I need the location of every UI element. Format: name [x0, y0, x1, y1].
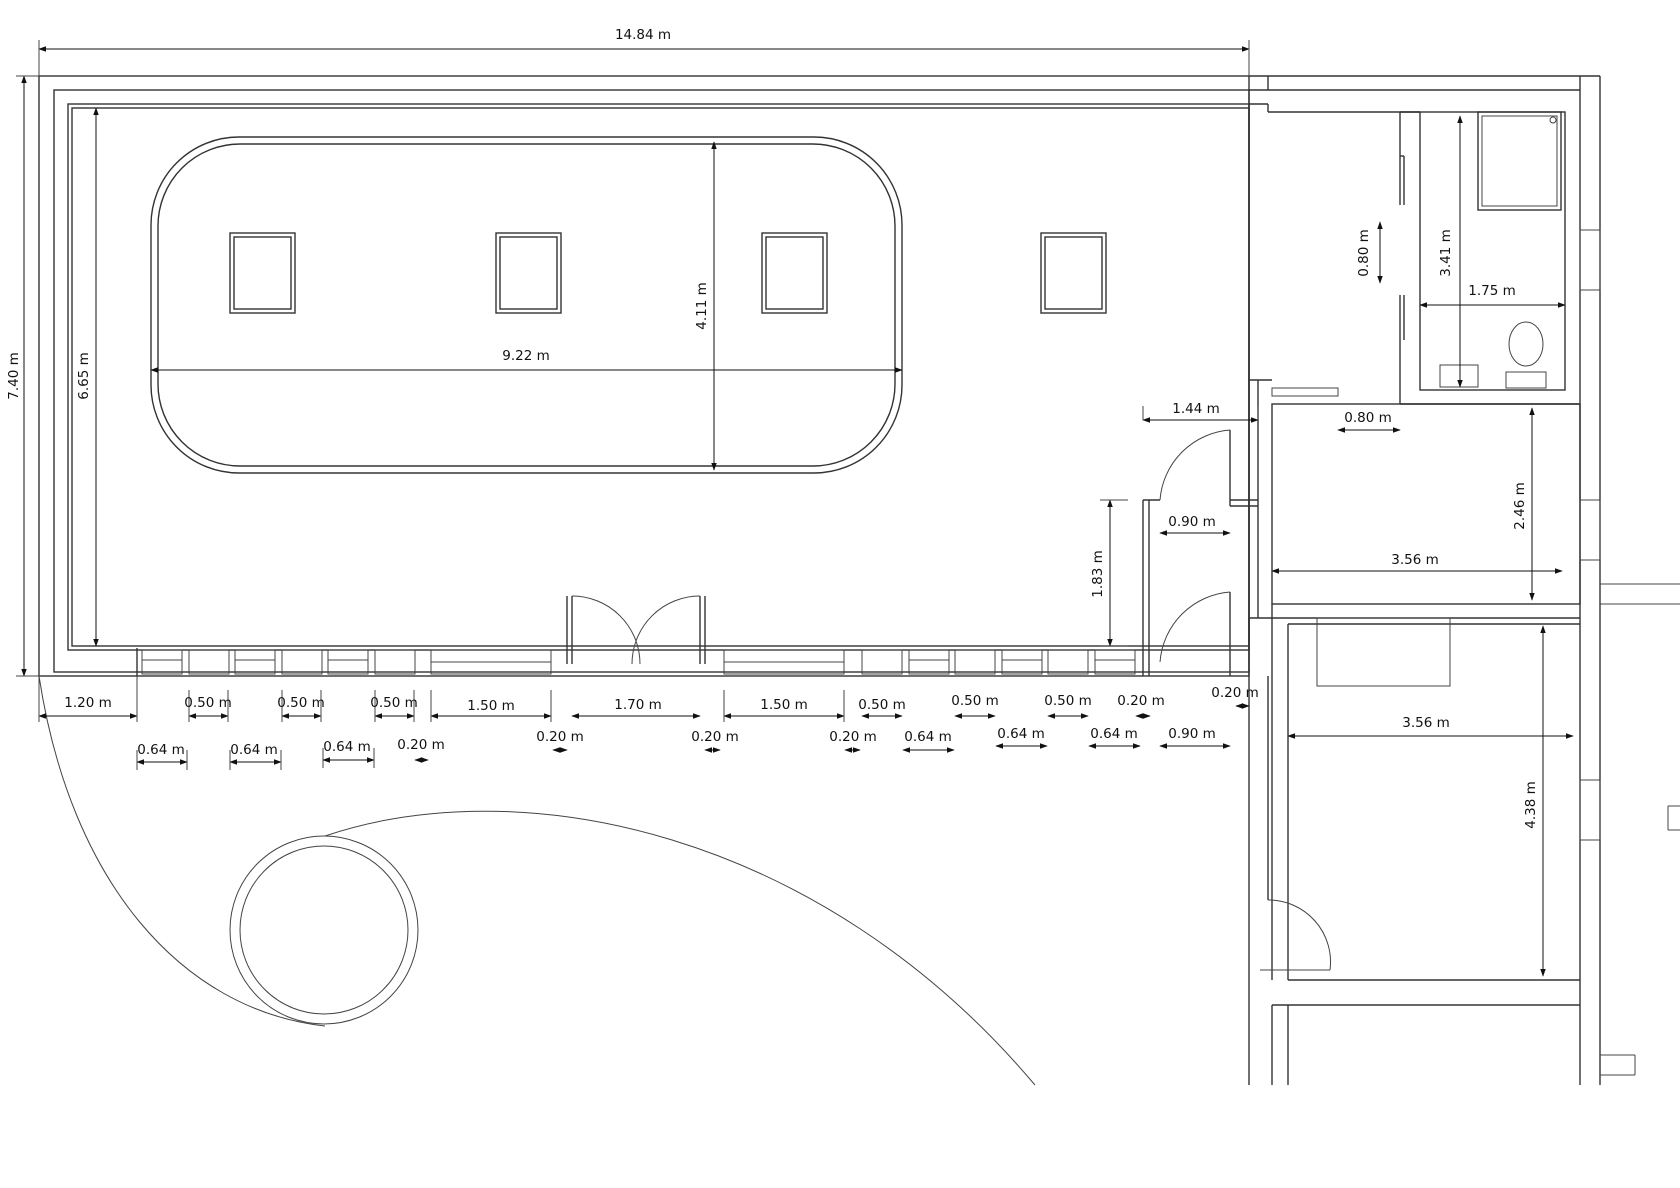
facade-dim-label: 0.50 m	[184, 695, 232, 711]
display-island	[150, 136, 903, 474]
facade-dim-label: 0.50 m	[1044, 693, 1092, 709]
facade-dim-label: 0.90 m	[1168, 726, 1216, 742]
facade-dim-label: 0.20 m	[691, 729, 739, 745]
facade-dim-label: 0.20 m	[829, 729, 877, 745]
facade-dim-label: 0.64 m	[997, 726, 1045, 742]
facade-dim-label: 0.20 m	[1117, 693, 1165, 709]
landscape-curves	[38, 675, 1036, 1086]
facade-windows	[136, 648, 1136, 676]
room-lower-height-label: 4.38 m	[1523, 781, 1539, 829]
room-lower-width-label: 3.56 m	[1402, 715, 1450, 731]
facade-dim-label: 0.64 m	[230, 742, 278, 758]
facade-dim-label: 1.20 m	[64, 695, 112, 711]
facade-dim-label: 0.50 m	[951, 693, 999, 709]
showcase-frames	[229, 232, 1107, 314]
facade-dim-label: 0.50 m	[858, 697, 906, 713]
island-width-label: 4.11 m	[694, 282, 710, 330]
facade-dim-label: 0.50 m	[370, 695, 418, 711]
facade-dim-label: 0.20 m	[1211, 685, 1259, 701]
bathroom-fixtures	[1439, 111, 1562, 389]
facade-dim-label: 0.64 m	[323, 739, 371, 755]
overall-width-label: 14.84 m	[615, 27, 671, 43]
wall-door-height-label: 1.83 m	[1090, 550, 1106, 598]
facade-dim-label: 0.20 m	[536, 729, 584, 745]
bathroom-door	[1400, 155, 1405, 340]
facade-dim-label: 1.70 m	[614, 697, 662, 713]
room-mid-width-label: 3.56 m	[1391, 552, 1439, 568]
corridor-door-label: 0.80 m	[1344, 410, 1392, 426]
facade-dim-label: 1.50 m	[760, 697, 808, 713]
right-wing-walls	[1142, 75, 1680, 1085]
bathroom-height-label: 3.41 m	[1438, 229, 1454, 277]
bathroom-door-label: 0.80 m	[1356, 229, 1372, 277]
bathroom-width-label: 1.75 m	[1468, 283, 1516, 299]
facade-dimension-labels: 1.20 m 0.50 m 0.50 m 0.50 m 1.50 m 1.70 …	[64, 685, 1259, 758]
facade-dim-label: 1.50 m	[467, 698, 515, 714]
dimension-lines	[16, 40, 1574, 977]
dimension-labels: 14.84 m 7.40 m 6.65 m 9.22 m 4.11 m 0.80…	[6, 27, 1539, 829]
office-door-label: 0.90 m	[1168, 514, 1216, 530]
office-opening-label: 1.44 m	[1172, 401, 1220, 417]
facade-dim-label: 0.64 m	[1090, 726, 1138, 742]
island-length-label: 9.22 m	[502, 348, 550, 364]
facade-dim-label: 0.64 m	[904, 729, 952, 745]
facade-dim-label: 0.20 m	[397, 737, 445, 753]
main-hall-walls	[38, 75, 1250, 677]
overall-height-label: 7.40 m	[6, 352, 22, 400]
inner-height-label: 6.65 m	[76, 352, 92, 400]
room-mid-height-label: 2.46 m	[1512, 482, 1528, 530]
main-entrance-door	[566, 595, 706, 665]
facade-dim-label: 0.64 m	[137, 742, 185, 758]
facade-dim-label: 0.50 m	[277, 695, 325, 711]
